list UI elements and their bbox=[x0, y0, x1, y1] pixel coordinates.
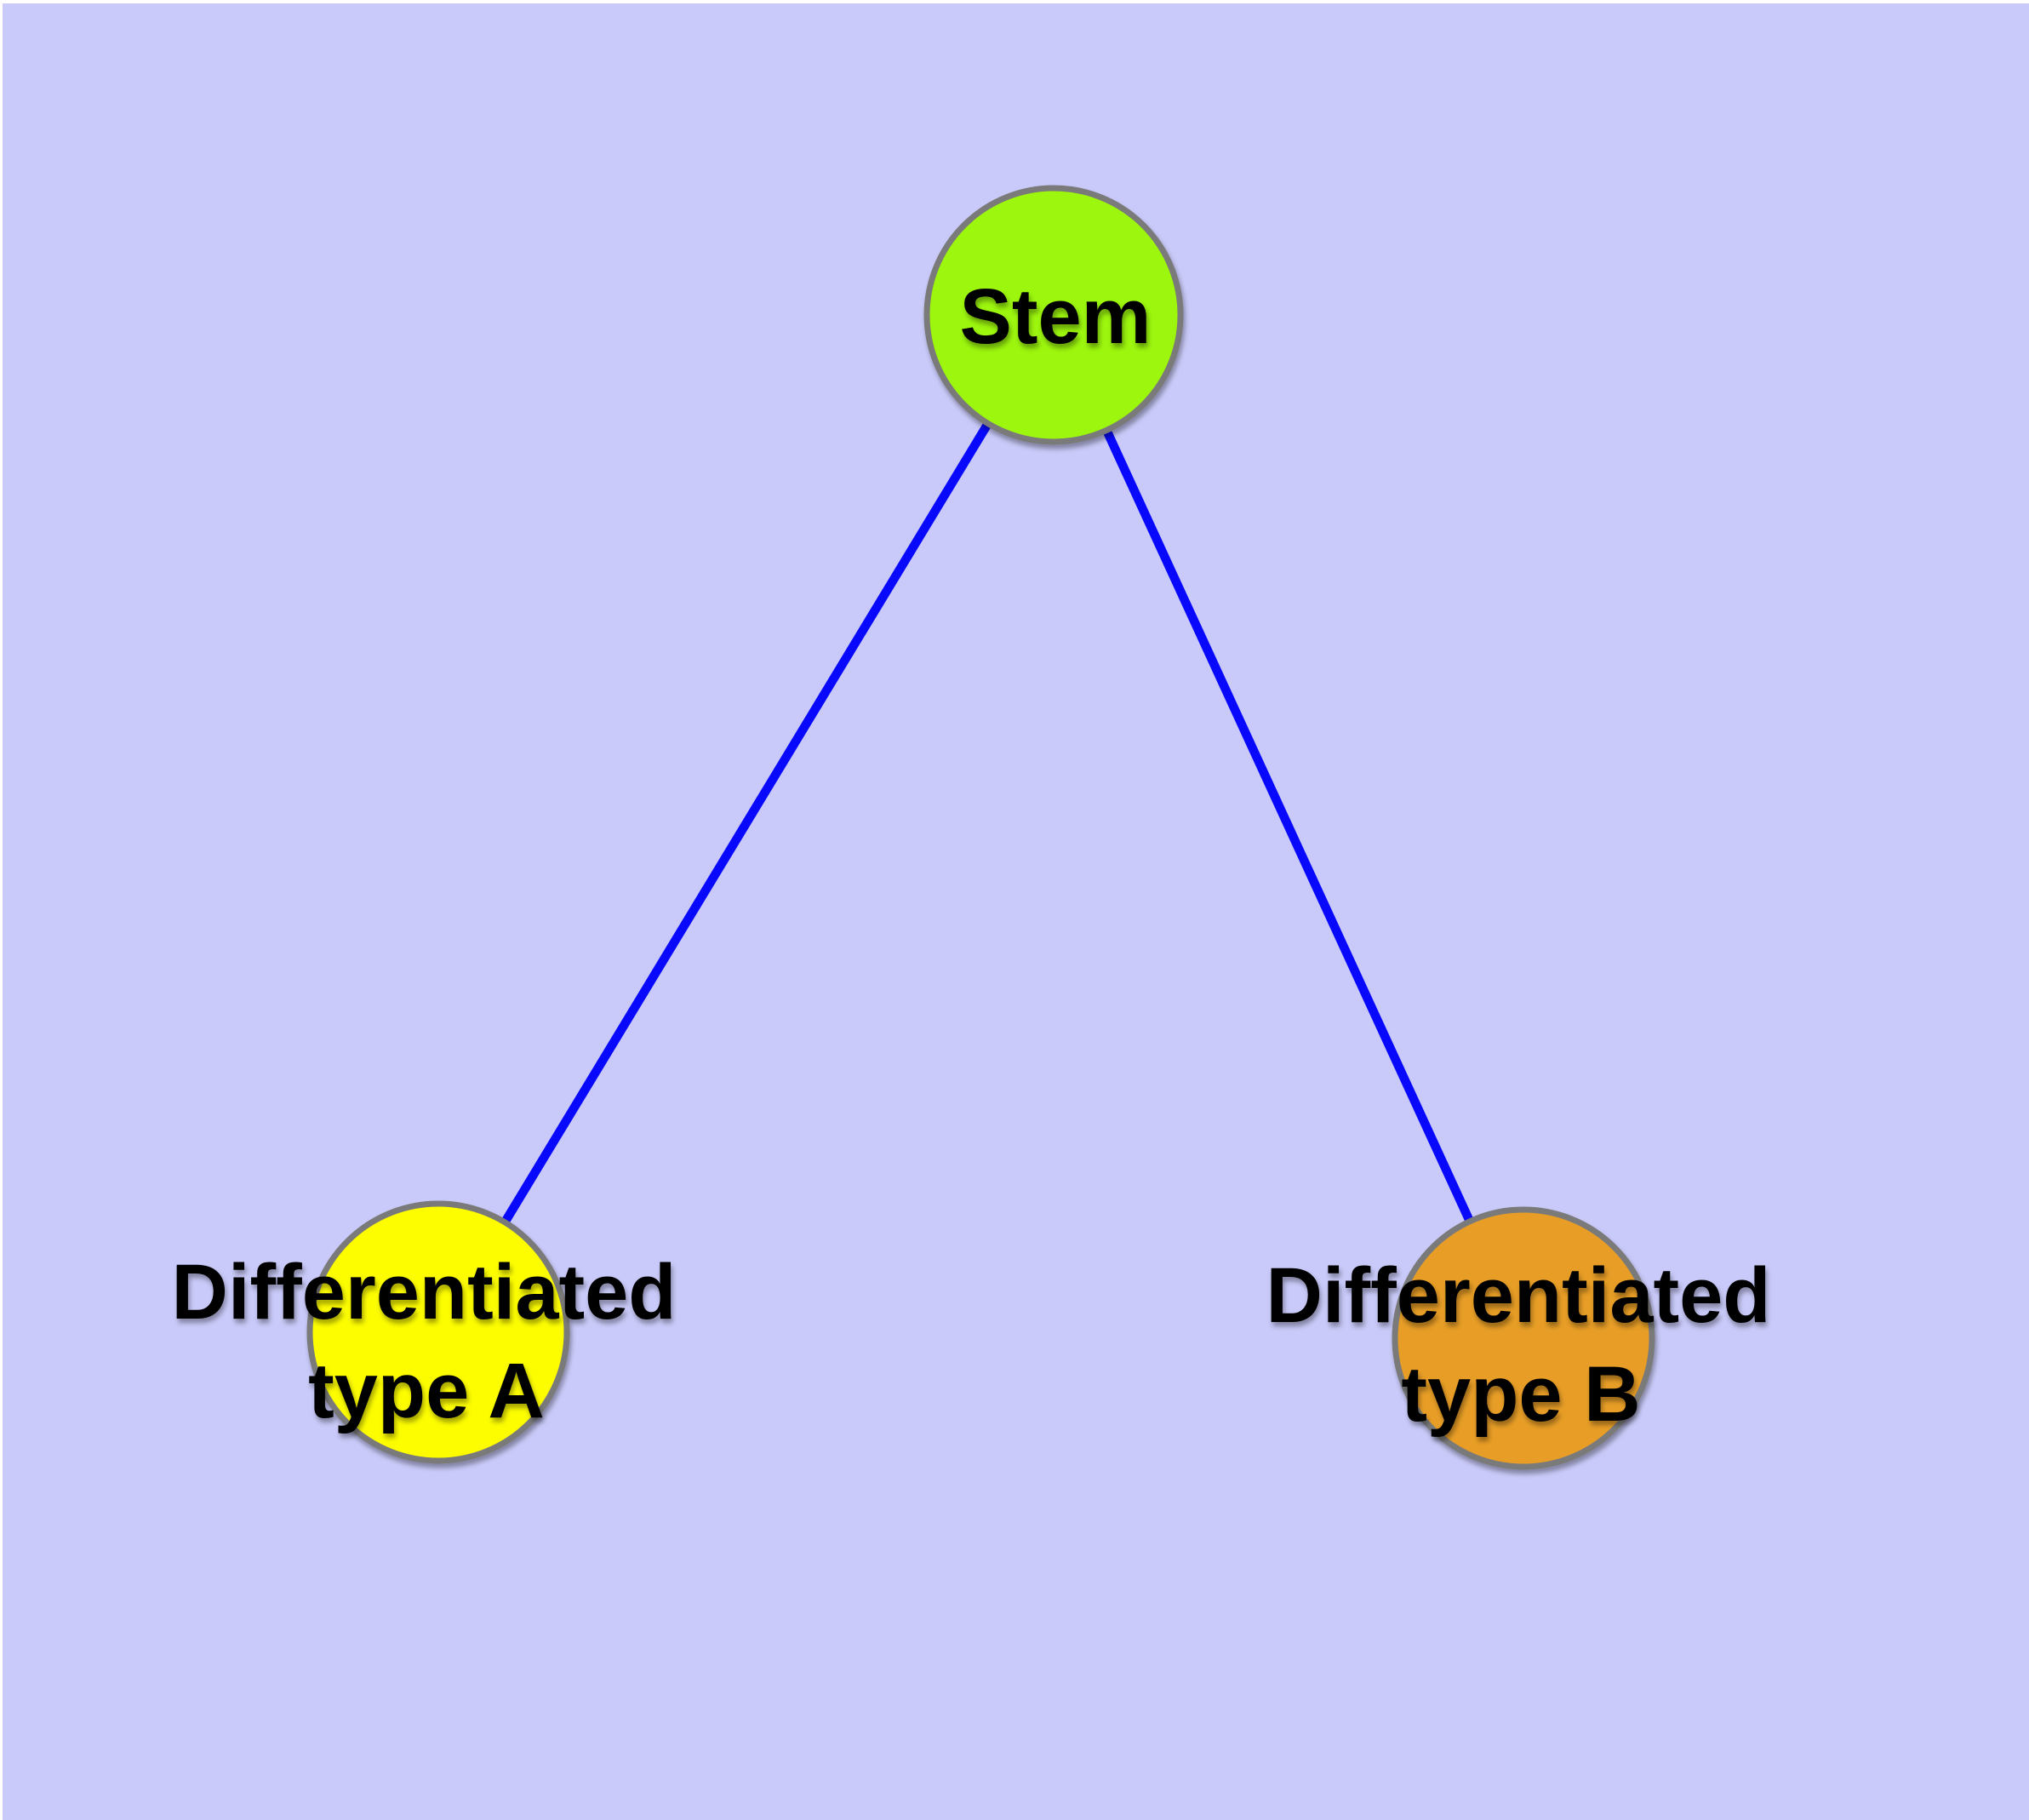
node-stem-label: Stem bbox=[960, 273, 1152, 360]
edge-stem-to-type-b bbox=[1049, 312, 1528, 1341]
node-differentiated-type-b-label-line1: Differentiated bbox=[1266, 1252, 1771, 1339]
node-differentiated-type-a-circle[interactable] bbox=[306, 1200, 570, 1464]
edge-stem-to-type-a bbox=[434, 312, 1058, 1335]
node-differentiated-type-a[interactable]: Differentiated type A bbox=[172, 1200, 677, 1464]
node-differentiated-type-b-circle[interactable] bbox=[1392, 1206, 1655, 1470]
edges bbox=[434, 312, 1528, 1341]
node-differentiated-type-a-label-line1: Differentiated bbox=[172, 1249, 677, 1336]
node-differentiated-type-b-label-line2: type B bbox=[1401, 1351, 1640, 1438]
node-differentiated-type-a-label-line2: type A bbox=[308, 1348, 545, 1434]
node-stem-circle[interactable] bbox=[923, 185, 1184, 445]
node-differentiated-type-b[interactable]: Differentiated type B bbox=[1266, 1206, 1771, 1470]
node-stem[interactable]: Stem bbox=[923, 185, 1184, 445]
